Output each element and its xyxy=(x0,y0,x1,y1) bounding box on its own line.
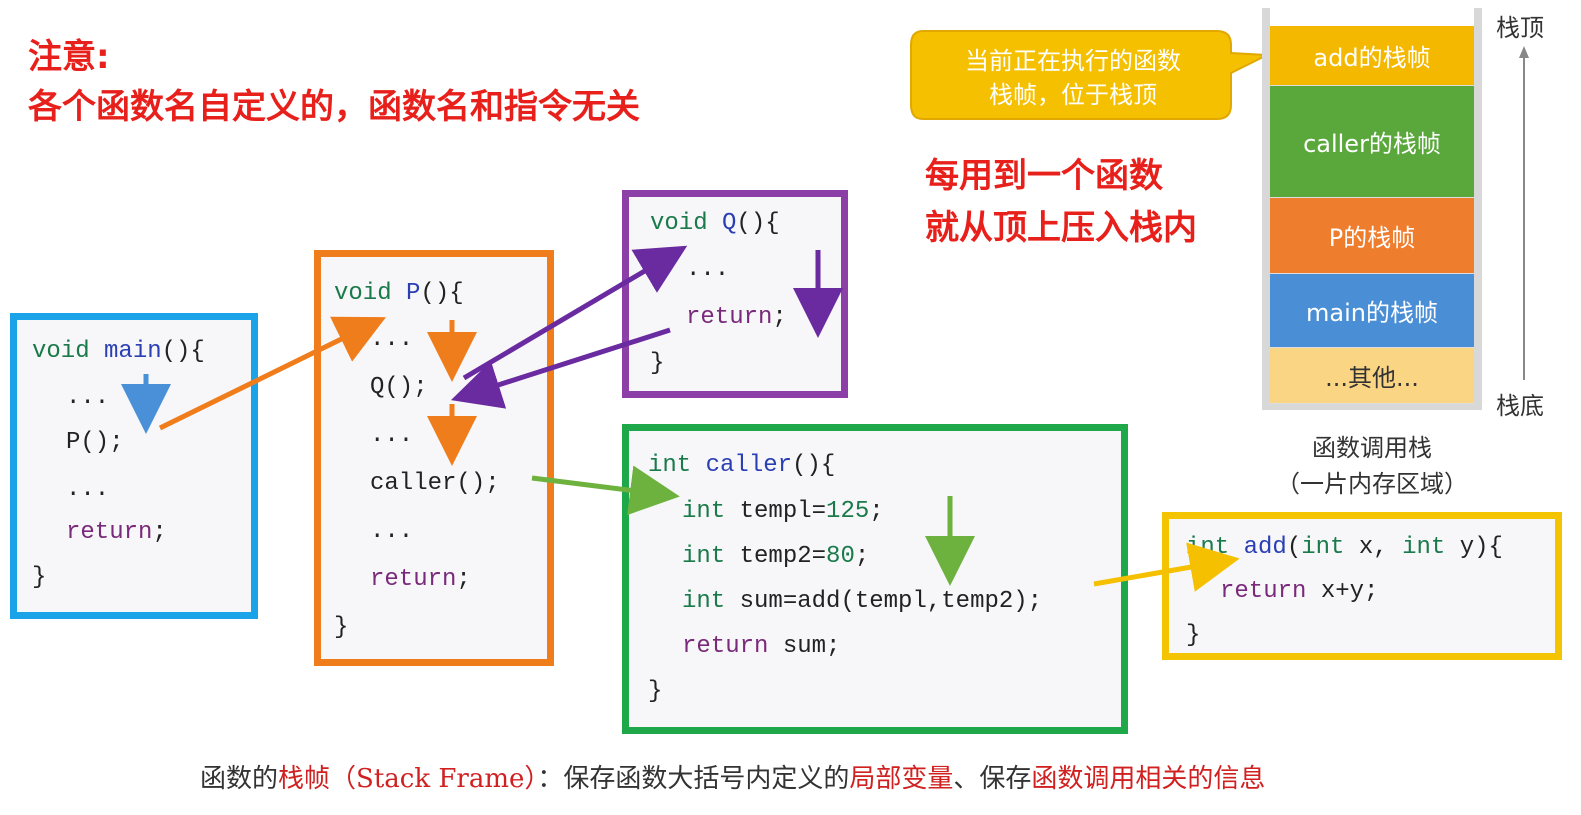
caller-line-4: int sum=add(templ,temp2); xyxy=(682,590,1042,614)
note-text: 各个函数名自定义的，函数名和指令无关 xyxy=(28,87,640,127)
stack-frame-p: P的栈帧 xyxy=(1270,198,1474,274)
code-text: sum; xyxy=(782,633,841,660)
callout-bubble xyxy=(910,30,1271,120)
code-text: ; xyxy=(152,519,167,546)
code-text: (){ xyxy=(161,338,205,365)
p-line-3: Q(); xyxy=(370,374,428,401)
add-line-3: } xyxy=(1186,622,1201,649)
call-add-arrow xyxy=(1093,542,1240,592)
main-line-2: ... xyxy=(66,384,110,411)
call-q-arrow xyxy=(462,245,688,381)
code-text: x+y; xyxy=(1320,578,1379,605)
q-line-2: ... xyxy=(686,256,730,283)
push-note: 每用到一个函数 就从顶上压入栈内 xyxy=(925,150,1197,254)
p-line-4: ... xyxy=(370,422,414,449)
footer-part-4: 局部变量 xyxy=(849,764,954,794)
caller-line-2: int templ=125; xyxy=(682,500,884,524)
keyword: void xyxy=(650,210,708,237)
callout-text: 当前正在执行的函数 栈帧，位于栈顶 xyxy=(918,44,1228,112)
footer-caption: 函数的栈帧（Stack Frame）：保存函数大括号内定义的局部变量、保存函数调… xyxy=(200,758,1265,795)
stack-bottom-label: 栈底 xyxy=(1496,392,1544,420)
stack-frame-main: main的栈帧 xyxy=(1270,274,1474,348)
add-function-box xyxy=(1162,512,1562,660)
return-q-arrow xyxy=(450,327,671,409)
stack-caption: 函数调用栈 xyxy=(1312,434,1432,462)
code-text: ; xyxy=(772,304,787,331)
number: 80 xyxy=(826,543,855,570)
p-line-6: ... xyxy=(370,518,414,545)
code-text: temp2= xyxy=(739,543,827,570)
callout-line-1: 当前正在执行的函数 xyxy=(965,47,1181,75)
push-note-line-1: 每用到一个函数 xyxy=(925,156,1163,196)
code-text: sum=add(templ,temp2); xyxy=(739,588,1043,615)
keyword: int xyxy=(682,588,726,615)
function-name: main xyxy=(104,338,162,365)
p-line-1: void P(){ xyxy=(334,282,464,306)
footer-part-3: ：保存函数大括号内定义的 xyxy=(537,764,850,794)
main-line-4: ... xyxy=(66,476,110,503)
main-function-box xyxy=(10,313,258,619)
stack-frame-caller: caller的栈帧 xyxy=(1270,86,1474,198)
main-line-5: return; xyxy=(66,521,167,545)
p-line-7: return; xyxy=(370,568,471,592)
code-text: x, xyxy=(1358,534,1388,561)
caller-line-1: int caller(){ xyxy=(648,454,835,478)
push-note-line-2: 就从顶上压入栈内 xyxy=(925,208,1197,248)
caller-line-5: return sum; xyxy=(682,635,840,659)
keyword: void xyxy=(334,280,392,307)
code-text: ; xyxy=(854,543,870,570)
stack-top-label: 栈顶 xyxy=(1496,14,1544,42)
caller-line-3: int temp2=80; xyxy=(682,545,869,569)
function-name: add xyxy=(1243,534,1287,561)
function-name: caller xyxy=(705,452,793,479)
code-text: y){ xyxy=(1459,534,1503,561)
stack-frame-add: add的栈帧 xyxy=(1270,26,1474,86)
code-text: (){ xyxy=(736,210,780,237)
main-line-1: void main(){ xyxy=(32,340,205,364)
p-line-5: caller(); xyxy=(370,470,500,497)
code-text: ; xyxy=(456,566,471,593)
function-name: Q xyxy=(722,210,737,237)
q-line-1: void Q(){ xyxy=(650,212,780,236)
stack-empty-top xyxy=(1270,8,1474,26)
keyword: int xyxy=(682,498,726,525)
stack-direction-arrow xyxy=(1519,46,1529,380)
code-text: (){ xyxy=(792,452,836,479)
footer-part-1: 函数的 xyxy=(200,764,279,794)
callout-line-2: 栈帧，位于栈顶 xyxy=(989,81,1157,109)
p-line-8: } xyxy=(334,614,349,641)
number: 125 xyxy=(826,498,870,525)
function-name: P xyxy=(406,280,421,307)
q-line-3: return; xyxy=(686,306,787,330)
main-line-6: } xyxy=(32,564,47,591)
footer-part-5: 、保存 xyxy=(953,764,1032,794)
note-title: 注意: xyxy=(28,37,110,77)
footer-part-2: 栈帧（Stack Frame） xyxy=(278,764,538,794)
code-text: (){ xyxy=(420,280,464,307)
keyword: return xyxy=(66,519,153,546)
call-p-arrow xyxy=(158,316,386,431)
stack-frame-other: ...其他... xyxy=(1270,348,1474,404)
add-line-1: int add(int x, int y){ xyxy=(1186,536,1503,560)
caller-function-box xyxy=(622,424,1128,734)
keyword: int xyxy=(682,543,726,570)
call-caller-arrow xyxy=(531,465,680,516)
main-line-3: P(); xyxy=(66,429,124,456)
keyword: void xyxy=(32,338,90,365)
code-text: ; xyxy=(869,498,884,525)
keyword: return xyxy=(682,633,769,660)
keyword: return xyxy=(370,566,457,593)
keyword: int xyxy=(1301,534,1345,561)
caller-line-6: } xyxy=(648,678,663,705)
keyword: return xyxy=(686,304,773,331)
q-line-4: } xyxy=(650,350,665,377)
keyword: int xyxy=(1402,534,1446,561)
code-text: ( xyxy=(1286,534,1302,561)
footer-part-6: 函数调用相关的信息 xyxy=(1031,764,1266,794)
code-text: templ= xyxy=(739,498,827,525)
stack-caption-sub: （一片内存区域） xyxy=(1276,470,1468,498)
